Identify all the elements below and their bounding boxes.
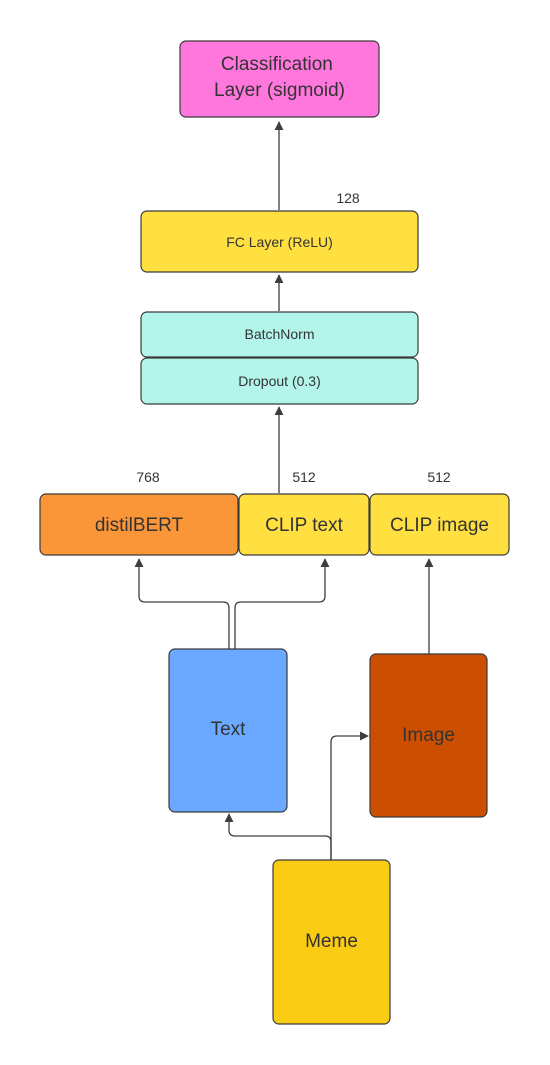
- edge-meme-to-text: [224, 813, 332, 860]
- batchnorm-box: [140, 311, 419, 358]
- edge-text-to-cliptext: [234, 558, 330, 649]
- meme-label: Meme: [305, 931, 358, 952]
- text-label: Text: [211, 719, 247, 740]
- clipimage-dim-label: 512: [427, 469, 451, 485]
- distilbert-box: [39, 493, 239, 556]
- classification-label-line2: Layer (sigmoid): [214, 80, 345, 101]
- node-distilbert: distilBERT: [39, 493, 239, 556]
- image-box: [369, 653, 488, 818]
- fc-dim-label: 128: [336, 190, 360, 206]
- edge-meme-to-image: [330, 731, 369, 860]
- clip-text-label: CLIP text: [265, 515, 344, 536]
- clip-image-box: [369, 493, 510, 556]
- edges: [134, 121, 434, 860]
- image-label: Image: [402, 725, 455, 746]
- node-meme: Meme: [272, 859, 391, 1025]
- node-dropout: Dropout (0.3): [140, 357, 419, 405]
- node-text: Text: [168, 648, 288, 813]
- svg-text:Classification Layer (si: Classification Layer (sigmoid): [214, 54, 345, 101]
- distilbert-dim-label: 768: [136, 469, 160, 485]
- node-clip-text: CLIP text: [238, 493, 370, 556]
- edge-text-to-distilbert: [134, 558, 230, 649]
- classification-label-line1: Classification: [221, 54, 333, 75]
- node-batchnorm: BatchNorm: [140, 311, 419, 358]
- node-image: Image: [369, 653, 488, 818]
- fc-box: [140, 210, 419, 273]
- node-clip-image: CLIP image: [369, 493, 510, 556]
- dropout-box: [140, 357, 419, 405]
- batchnorm-label: BatchNorm: [244, 326, 314, 342]
- node-fc-layer: FC Layer (ReLU): [140, 210, 419, 273]
- classification-box: [179, 40, 380, 118]
- clip-image-label: CLIP image: [390, 515, 489, 536]
- fc-label: FC Layer (ReLU): [226, 234, 333, 250]
- clip-text-box: [238, 493, 370, 556]
- node-classification-layer: Classification Layer (sigmoid): [179, 40, 380, 118]
- dropout-label: Dropout (0.3): [238, 373, 320, 389]
- text-box: [168, 648, 288, 813]
- distilbert-label: distilBERT: [95, 515, 184, 536]
- meme-box: [272, 859, 391, 1025]
- cliptext-dim-label: 512: [292, 469, 316, 485]
